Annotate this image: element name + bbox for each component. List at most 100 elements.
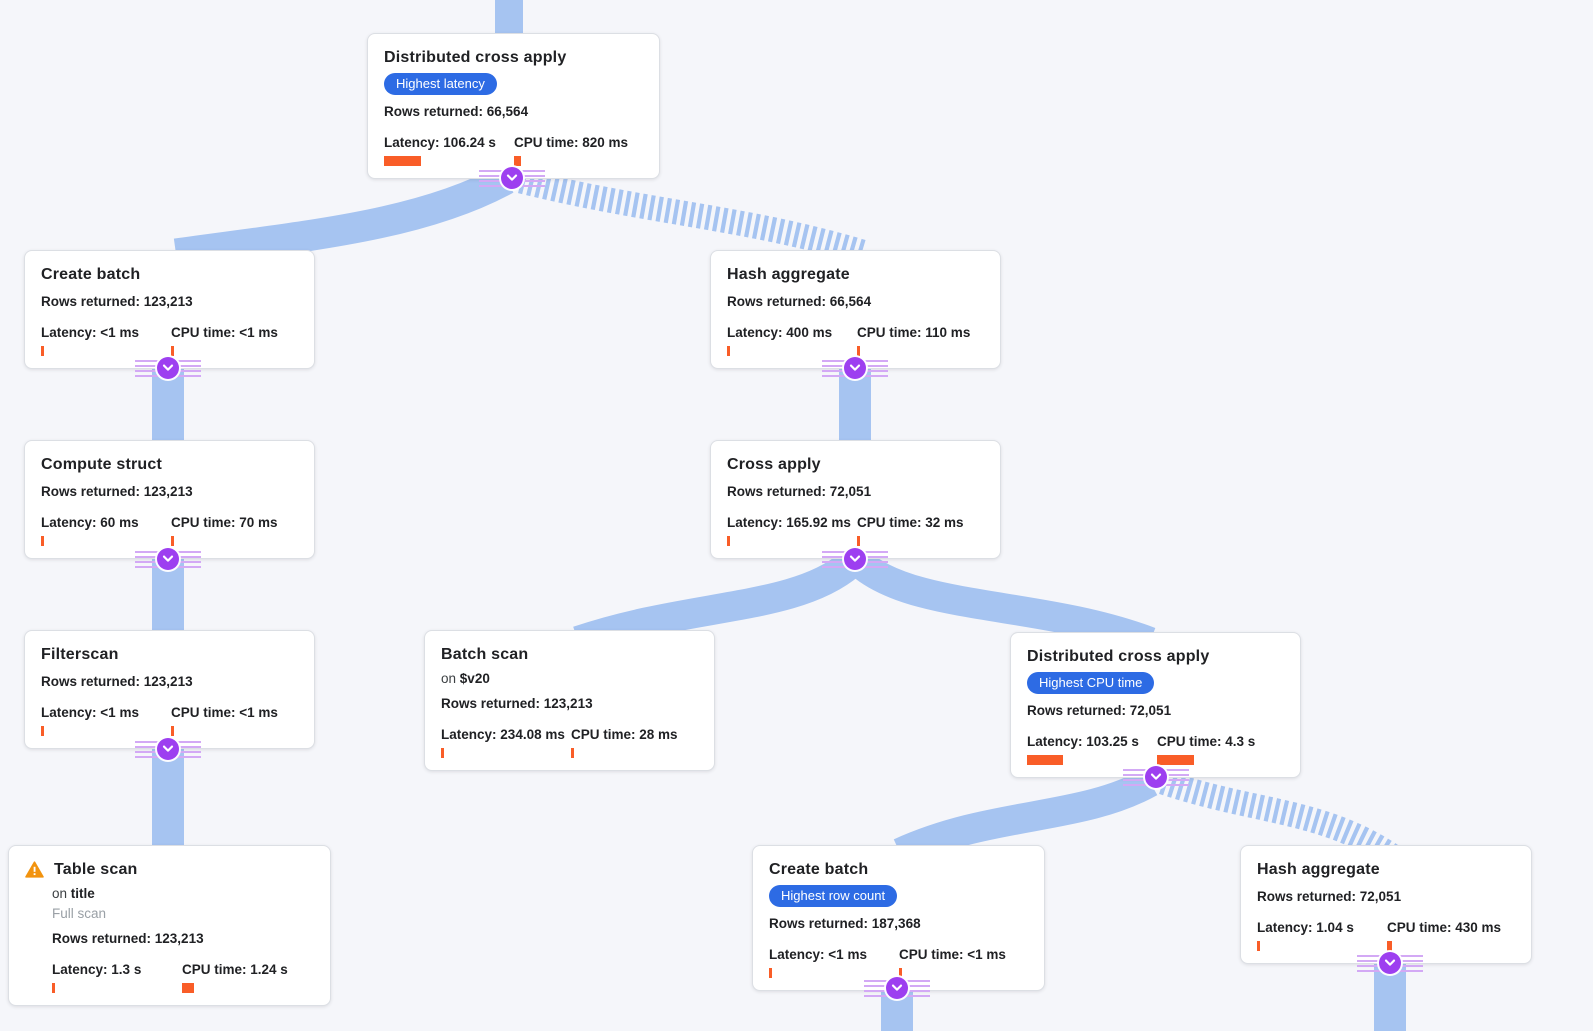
latency-metric: Latency: 165.92 ms	[727, 515, 857, 546]
node-title: Hash aggregate	[727, 266, 850, 283]
collapse-chevron-icon[interactable]	[501, 167, 523, 189]
cpu-label-text: CPU time:	[171, 325, 236, 340]
cpu-label: CPU time: 110 ms	[857, 325, 970, 341]
latency-metric: Latency: <1 ms	[41, 325, 171, 356]
latency-label: Latency: <1 ms	[769, 947, 899, 963]
cpu-value: 70 ms	[239, 515, 278, 530]
latency-value: 1.04 s	[1316, 920, 1354, 935]
cpu-meter-bar	[899, 968, 902, 978]
cpu-metric: CPU time: <1 ms	[899, 947, 1006, 978]
latency-meter-bar	[1257, 941, 1260, 951]
collapse-chevron-icon[interactable]	[844, 357, 866, 379]
latency-label: Latency: 60 ms	[41, 515, 171, 531]
rows-value: 123,213	[143, 484, 193, 499]
latency-metric: Latency: <1 ms	[769, 947, 899, 978]
latency-metric: Latency: <1 ms	[41, 705, 171, 736]
cpu-meter-bar	[171, 726, 174, 736]
cpu-metric: CPU time: 28 ms	[571, 727, 678, 758]
latency-meter-bar	[384, 156, 421, 166]
node-title: Hash aggregate	[1257, 861, 1380, 878]
cpu-metric: CPU time: 4.3 s	[1157, 734, 1255, 765]
collapse-chevron-icon[interactable]	[1379, 952, 1401, 974]
cpu-meter-bar	[1157, 755, 1194, 765]
cpu-value: 430 ms	[1455, 920, 1502, 935]
edge-dca-top-to-hash-aggregate-top	[517, 168, 866, 264]
cpu-metric: CPU time: 110 ms	[857, 325, 970, 356]
cpu-meter-bar	[171, 346, 174, 356]
rows-returned: Rows returned: 123,213	[441, 695, 698, 712]
latency-metric: Latency: 1.3 s	[52, 962, 182, 993]
rows-label: Rows returned:	[1027, 703, 1127, 718]
latency-metric: Latency: 234.08 ms	[441, 727, 571, 758]
collapse-chevron-icon[interactable]	[157, 357, 179, 379]
latency-value: 400 ms	[786, 325, 833, 340]
node-title: Filterscan	[41, 646, 119, 663]
node-badge: Highest row count	[769, 885, 898, 907]
collapse-chevron-icon[interactable]	[844, 548, 866, 570]
latency-meter-bar	[727, 346, 730, 356]
collapse-chevron-icon[interactable]	[1145, 766, 1167, 788]
node-title: Distributed cross apply	[1027, 648, 1210, 665]
rows-returned: Rows returned: 123,213	[41, 673, 298, 690]
collapse-chevron-icon[interactable]	[886, 977, 908, 999]
cpu-label: CPU time: 1.24 s	[182, 962, 288, 978]
cpu-value: 820 ms	[582, 135, 629, 150]
edge-dca-right-to-create-batch-bottom	[893, 768, 1158, 867]
latency-label: Latency: 103.25 s	[1027, 734, 1157, 750]
cpu-label-text: CPU time:	[1157, 734, 1222, 749]
latency-label-text: Latency:	[441, 727, 497, 742]
on-label: on	[441, 671, 457, 686]
node-note: Full scan	[52, 906, 107, 921]
cpu-label: CPU time: 430 ms	[1387, 920, 1501, 936]
latency-metric: Latency: 103.25 s	[1027, 734, 1157, 765]
rows-value: 66,564	[829, 294, 872, 309]
latency-meter-bar	[41, 346, 44, 356]
rows-returned: Rows returned: 66,564	[384, 103, 643, 120]
rows-returned: Rows returned: 123,213	[52, 930, 314, 947]
rows-label: Rows returned:	[52, 931, 152, 946]
latency-value: 165.92 ms	[786, 515, 851, 530]
cpu-metric: CPU time: 32 ms	[857, 515, 964, 546]
cpu-label-text: CPU time:	[899, 947, 964, 962]
collapse-chevron-icon[interactable]	[157, 548, 179, 570]
cpu-metric: CPU time: 70 ms	[171, 515, 278, 546]
cpu-label: CPU time: 820 ms	[514, 135, 628, 151]
cpu-label: CPU time: 4.3 s	[1157, 734, 1255, 750]
node-title: Create batch	[41, 266, 141, 283]
latency-value: 1.3 s	[111, 962, 142, 977]
edge-cross-apply-to-dca-right	[851, 552, 1156, 657]
latency-meter-bar	[727, 536, 730, 546]
rows-returned: Rows returned: 72,051	[727, 483, 984, 500]
latency-label-text: Latency:	[727, 325, 783, 340]
operand-name: $v20	[459, 671, 490, 686]
node-metrics: Latency: 400 ms CPU time: 110 ms	[727, 325, 984, 356]
cpu-label-text: CPU time:	[514, 135, 579, 150]
node-title: Table scan	[54, 861, 138, 878]
rows-returned: Rows returned: 123,213	[41, 293, 298, 310]
latency-value: 106.24 s	[443, 135, 496, 150]
latency-label-text: Latency:	[1257, 920, 1313, 935]
cpu-value: 28 ms	[639, 727, 678, 742]
latency-value: 234.08 ms	[500, 727, 565, 742]
node-title: Batch scan	[441, 646, 529, 663]
latency-value: <1 ms	[828, 947, 867, 962]
collapse-chevron-icon[interactable]	[157, 738, 179, 760]
cpu-meter-bar	[857, 536, 860, 546]
